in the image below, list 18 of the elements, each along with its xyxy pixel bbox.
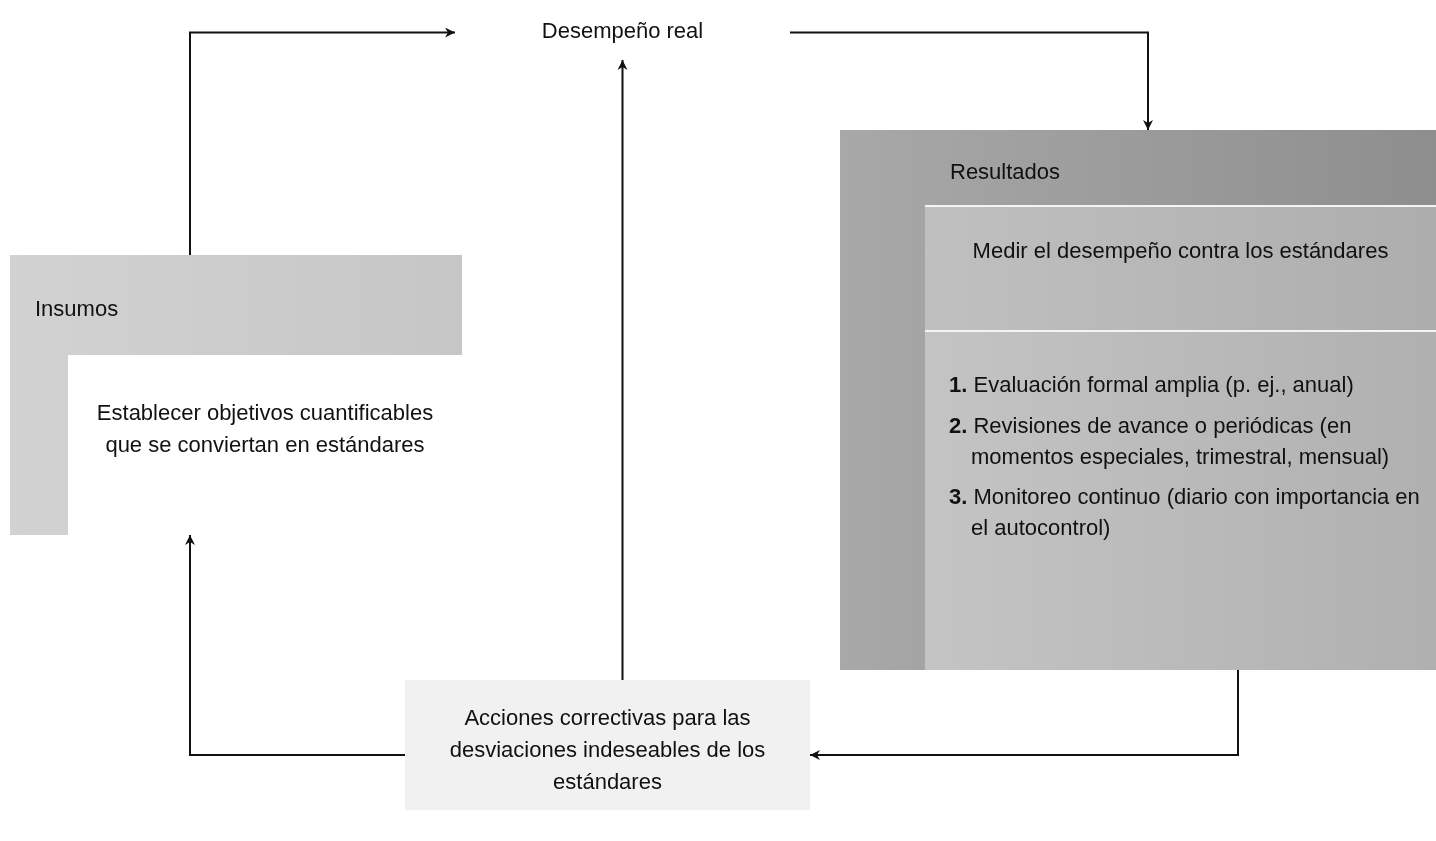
corrective-action-box	[405, 680, 810, 810]
arrow	[189, 27, 456, 256]
method-list-box	[925, 330, 1436, 670]
arrow	[789, 31, 1153, 131]
node-text: Desempeño real	[540, 17, 705, 45]
list-item: 1. Evaluación formal amplia (p. ej., anual)	[949, 371, 1355, 399]
list-item: 3. Monitoreo continuo (diario con importancia en el autocontrol)	[949, 483, 1421, 543]
results-panel	[840, 130, 1436, 670]
node-text: Insumos	[35, 295, 120, 323]
arrow	[809, 669, 1239, 760]
node-text: Resultados	[950, 158, 1062, 186]
node-text: Acciones correctivas para las desviaciones indeseables de los estándares	[448, 704, 767, 796]
list-item: 2. Revisiones de avance o periódicas (en momentos especiales, trimestral, mensual)	[949, 411, 1391, 471]
arrow	[617, 59, 628, 681]
arrow	[185, 534, 406, 756]
node-text: Medir el desempeño contra los estándares	[971, 237, 1390, 265]
measure-box	[925, 205, 1436, 330]
node-text: Establecer objetivos cuantificables que se conviertan en estándares	[95, 399, 435, 459]
